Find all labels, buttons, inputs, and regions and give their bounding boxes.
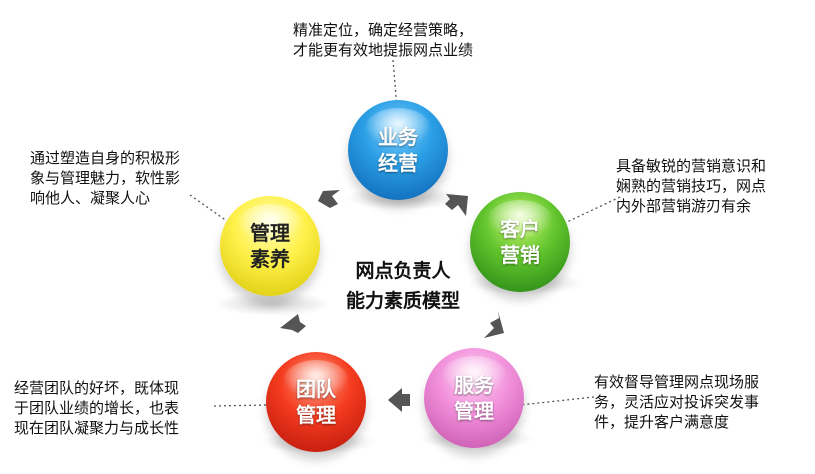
node-customer-line-2: 营销 — [500, 243, 540, 267]
node-team-line-2: 管理 — [296, 403, 336, 427]
chevron-arrow-icon-4 — [280, 314, 306, 333]
description-business: 精准定位，确定经营策略， 才能更有效地提振网点业绩 — [293, 20, 473, 60]
node-management-label: 管理 素养 — [220, 196, 320, 296]
node-service-line-2: 管理 — [454, 399, 494, 423]
description-customer-line-1: 具备敏锐的营销意识和 — [616, 157, 767, 175]
node-business-line-1: 业务 — [378, 125, 418, 149]
description-business-line-1: 精准定位，确定经营策略， — [293, 21, 474, 39]
description-service-line-1: 有效督导管理网点现场服 — [594, 373, 760, 391]
chevron-arrow-icon-2 — [484, 311, 504, 338]
node-service: 服务 管理 — [424, 348, 524, 448]
description-management: 通过塑造自身的积极形 象与管理魅力，软性影 响他人、凝聚人心 — [30, 148, 180, 208]
connector-line-service — [519, 396, 595, 406]
description-service-line-3: 件，提升客户满意度 — [594, 413, 730, 431]
connector-line-team — [213, 404, 269, 407]
node-team: 团队 管理 — [266, 352, 366, 452]
node-management: 管理 素养 — [220, 196, 320, 296]
node-customer: 客户 营销 — [470, 192, 570, 292]
connector-line-management — [189, 194, 235, 227]
node-business-line-2: 经营 — [378, 151, 418, 175]
description-team-line-1: 经营团队的好坏，既体现 — [14, 379, 180, 397]
node-customer-label: 客户 营销 — [470, 192, 570, 292]
chevron-arrow-icon-3 — [388, 388, 410, 412]
description-customer-line-2: 娴熟的营销技巧，网点 — [616, 177, 767, 195]
node-management-line-1: 管理 — [250, 221, 290, 245]
description-team-line-2: 于团队业绩的增长，也表 — [14, 399, 180, 417]
center-title-line-2: 能力素质模型 — [345, 290, 460, 312]
node-service-label: 服务 管理 — [424, 348, 524, 448]
connector-line-customer — [566, 196, 621, 223]
node-team-label: 团队 管理 — [266, 352, 366, 452]
description-management-line-2: 象与管理魅力，软性影 — [30, 169, 181, 187]
description-management-line-3: 响他人、凝聚人心 — [30, 189, 151, 207]
chevron-arrow-icon-5 — [318, 190, 340, 208]
node-service-line-1: 服务 — [454, 373, 494, 397]
node-team-line-1: 团队 — [296, 377, 336, 401]
description-customer-line-3: 内外部营销游刃有余 — [616, 197, 752, 215]
node-management-line-2: 素养 — [250, 247, 290, 271]
description-service-line-2: 务，灵活应对投诉突发事 — [594, 393, 760, 411]
description-customer: 具备敏锐的营销意识和 娴熟的营销技巧，网点 内外部营销游刃有余 — [616, 156, 766, 216]
shadow-management — [214, 292, 332, 316]
node-customer-line-1: 客户 — [500, 217, 540, 241]
description-business-line-2: 才能更有效地提振网点业绩 — [293, 41, 474, 59]
center-title: 网点负责人 能力素质模型 — [318, 256, 488, 316]
chevron-arrow-icon-1 — [445, 194, 468, 216]
center-title-line-1: 网点负责人 — [355, 260, 451, 282]
description-team: 经营团队的好坏，既体现 于团队业绩的增长，也表 现在团队凝聚力与成长性 — [14, 378, 179, 438]
node-business: 业务 经营 — [348, 100, 448, 200]
node-business-label: 业务 经营 — [348, 100, 448, 200]
description-service: 有效督导管理网点现场服 务，灵活应对投诉突发事 件，提升客户满意度 — [594, 372, 759, 432]
description-management-line-1: 通过塑造自身的积极形 — [30, 149, 181, 167]
description-team-line-3: 现在团队凝聚力与成长性 — [14, 419, 180, 437]
